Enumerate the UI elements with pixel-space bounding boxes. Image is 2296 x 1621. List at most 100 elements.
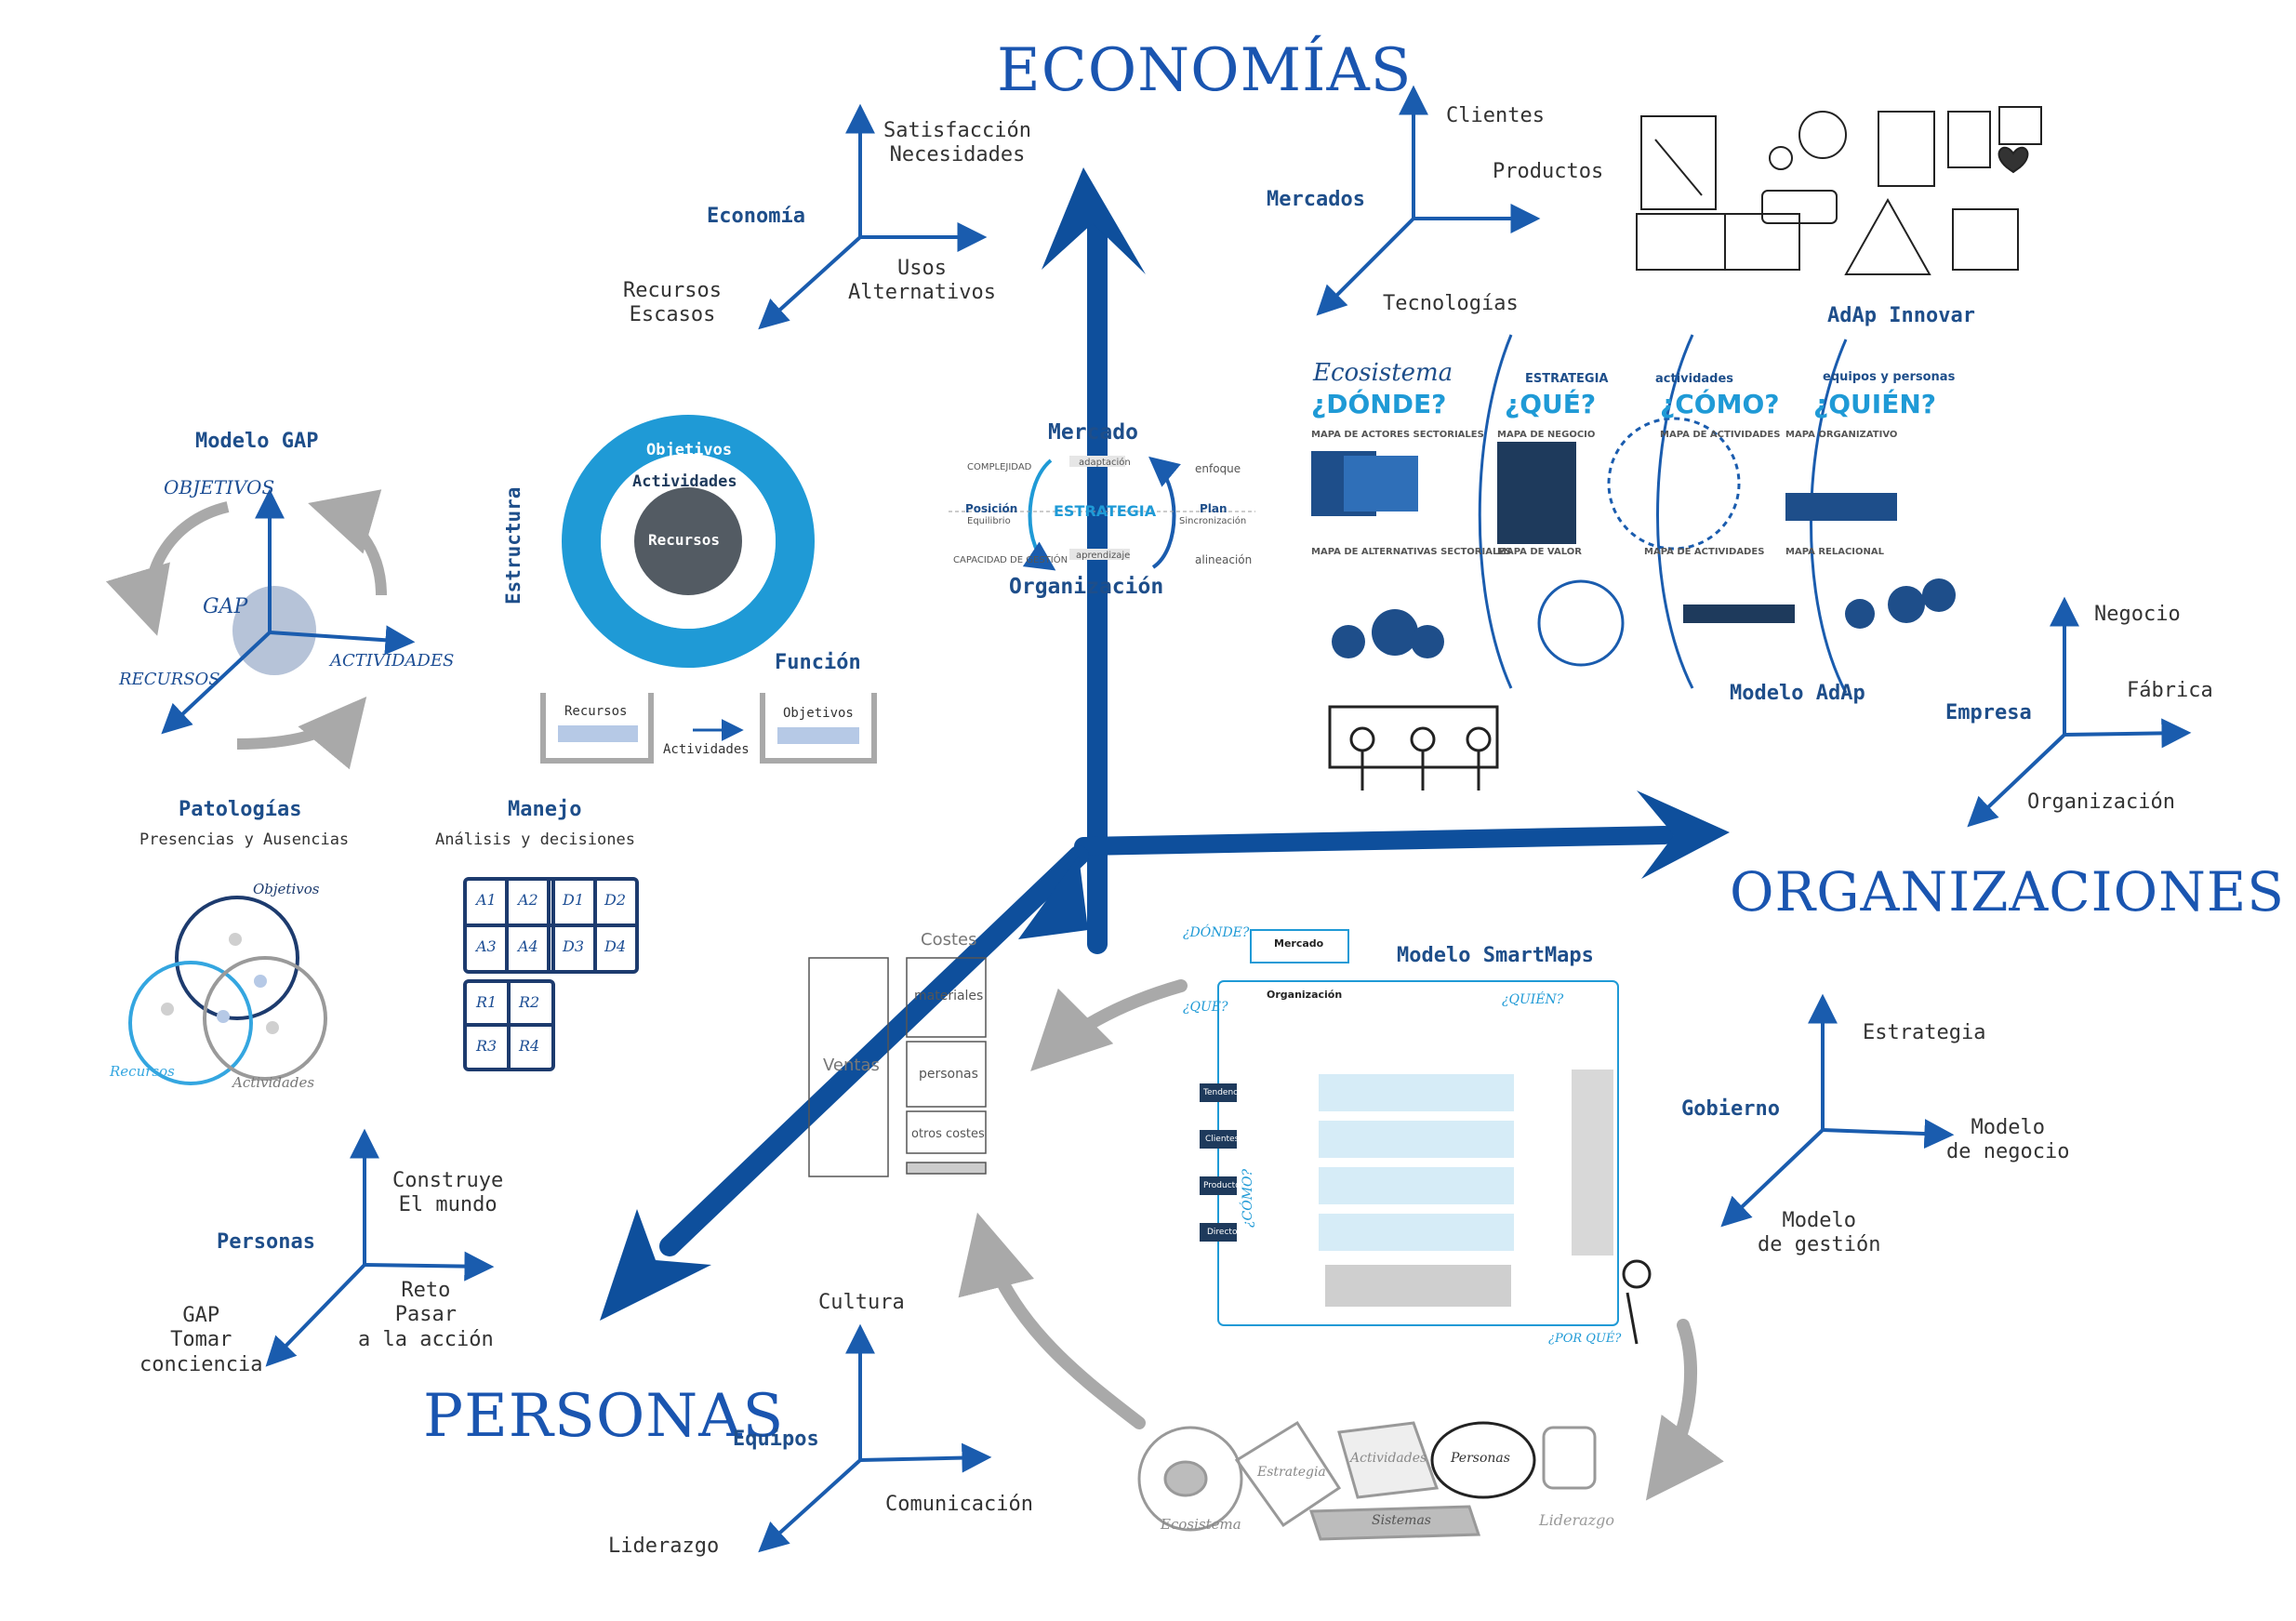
adap-head-como: actividades — [1655, 372, 1734, 386]
title-organizaciones: ORGANIZACIONES — [1730, 860, 2285, 923]
funcion-boxes — [540, 693, 877, 764]
smartmaps-que: ¿QUÉ? — [1183, 1000, 1228, 1015]
axis-personas — [265, 1128, 495, 1367]
manejo-cell-a4: A4 — [518, 937, 538, 955]
gobierno-up: Estrategia — [1863, 1021, 1986, 1044]
eco-label-sistemas: Sistemas — [1372, 1513, 1431, 1528]
adap-ecosistema: Ecosistema — [1313, 359, 1453, 387]
eco-label-actividades: Actividades — [1350, 1451, 1427, 1466]
gobierno-right: Modelo de negocio — [1946, 1116, 2070, 1164]
adap-q-que: ¿QUÉ? — [1505, 389, 1597, 419]
estrategia-capacidad: CAPACIDAD DE GESTIÓN — [953, 555, 1068, 565]
adap-sub2-como: MAPA DE ACTIVIDADES — [1644, 547, 1765, 557]
adap-sub-quien: MAPA ORGANIZATIVO — [1785, 430, 1898, 440]
adap-head-que: ESTRATEGIA — [1525, 372, 1609, 386]
smartmaps-row-directo: Directo — [1207, 1228, 1238, 1237]
axis-economia — [758, 103, 988, 330]
smartmaps-row-productos: Productos — [1203, 1181, 1245, 1190]
adap-innovar-title: AdAp Innovar — [1827, 304, 1975, 327]
manejo-cell-d3: D3 — [563, 937, 585, 955]
smartmaps-row-tendencias: Tendencias — [1203, 1088, 1250, 1097]
mercados-right: Productos — [1493, 160, 1604, 183]
modelo-adap-title: Modelo AdAp — [1730, 682, 1865, 705]
manejo-cell-d1: D1 — [563, 891, 585, 909]
ecosistema-sketch — [1137, 1420, 1597, 1541]
funcion-left: Recursos — [564, 704, 628, 719]
economia-down: Recursos Escasos — [623, 279, 722, 327]
estrategia-aprendizaje: aprendizaje — [1076, 551, 1131, 561]
eco-label-ecosistema: Ecosistema — [1161, 1516, 1241, 1533]
estructura-side: Estructura — [502, 486, 524, 605]
mercados-label: Mercados — [1267, 188, 1365, 211]
manejo-cell-a2: A2 — [518, 891, 538, 909]
eco-label-estrategia: Estrategia — [1257, 1465, 1326, 1480]
costes-ventas: Ventas — [823, 1056, 880, 1075]
manejo-grid — [463, 877, 639, 1071]
estrategia-center: ESTRATEGIA — [1054, 502, 1157, 520]
adap-q-donde: ¿DÓNDE? — [1311, 389, 1447, 419]
gobierno-down: Modelo de gestión — [1758, 1209, 1881, 1257]
manejo-subtitle: Análisis y decisiones — [435, 830, 635, 849]
mercados-down: Tecnologías — [1383, 292, 1519, 315]
manejo-cell-a3: A3 — [476, 937, 497, 955]
manejo-cell-a1: A1 — [476, 891, 497, 909]
estrategia-plan: Plan — [1200, 502, 1228, 515]
axis-gobierno — [1720, 993, 1955, 1228]
manejo-cell-d2: D2 — [604, 891, 627, 909]
estrategia-bottom: Organización — [1009, 575, 1164, 599]
funcion-arrow-label: Actividades — [663, 742, 750, 757]
gap-recursos: RECURSOS — [119, 670, 220, 689]
smartmaps-row-clientes: Clientes — [1205, 1135, 1240, 1144]
personas-up: Construye El mundo — [392, 1169, 504, 1217]
equipos-label: Equipos — [733, 1428, 819, 1451]
estrategia-posicion: Posición — [965, 502, 1018, 515]
funcion-title: Función — [775, 651, 861, 674]
smartmaps-quien: ¿QUIÉN? — [1502, 992, 1564, 1007]
costes-row-materiales: materiales — [914, 989, 984, 1003]
manejo-cell-r3: R3 — [476, 1037, 498, 1055]
adap-sub-donde: MAPA DE ACTORES SECTORIALES — [1311, 430, 1484, 440]
eco-label-liderazgo: Liderazgo — [1539, 1511, 1614, 1529]
empresa-down: Organización — [2027, 791, 2175, 814]
equipos-up: Cultura — [818, 1291, 905, 1314]
manejo-title: Manejo — [508, 798, 582, 821]
estrategia-complejidad: COMPLEJIDAD — [967, 462, 1032, 472]
venn-actividades: Actividades — [232, 1074, 315, 1091]
title-economias: ECONOMÍAS — [997, 36, 1413, 105]
modelo-adap-panels — [1311, 334, 1956, 694]
estrategia-enfoque: enfoque — [1195, 462, 1241, 475]
estructura-middle: Actividades — [632, 472, 737, 491]
costes-title: Costes — [921, 930, 977, 950]
gap-center: GAP — [203, 595, 248, 618]
patologias-venn — [128, 896, 327, 1085]
eco-label-personas: Personas — [1451, 1451, 1510, 1466]
smartmaps-como: ¿CÓMO? — [1241, 1168, 1255, 1228]
estructura-ring — [562, 415, 815, 668]
manejo-cell-d4: D4 — [604, 937, 627, 955]
costes-diagram — [808, 957, 987, 1177]
title-personas: PERSONAS — [423, 1382, 785, 1451]
estrategia-sincronizacion: Sincronización — [1179, 516, 1247, 526]
modelo-gap-sketch — [106, 488, 416, 770]
funcion-right: Objetivos — [783, 706, 854, 721]
smartmaps-mercado: Mercado — [1274, 937, 1324, 950]
manejo-cell-r2: R2 — [519, 993, 540, 1011]
adap-sub2-donde: MAPA DE ALTERNATIVAS SECTORIALES — [1311, 547, 1512, 557]
adap-innovar-sketch — [1636, 106, 2042, 275]
gap-actividades: ACTIVIDADES — [330, 651, 455, 671]
estrategia-top: Mercado — [1048, 420, 1138, 445]
patologias-title: Patologías — [179, 798, 302, 821]
equipos-right: Comunicación — [885, 1493, 1033, 1516]
estructura-outer: Objetivos — [646, 441, 733, 459]
adap-head-quien: equipos y personas — [1823, 370, 1956, 384]
manejo-cell-r1: R1 — [476, 993, 498, 1011]
smartmaps-porque: ¿POR QUÉ? — [1548, 1332, 1622, 1346]
adap-sub-que: MAPA DE NEGOCIO — [1497, 430, 1596, 440]
personas-down: GAP Tomar conciencia — [139, 1304, 263, 1376]
personas-right: Reto Pasar a la acción — [358, 1279, 494, 1351]
central-axes — [600, 167, 1730, 1321]
gap-objetivos: OBJETIVOS — [164, 476, 275, 498]
estrategia-alineacion: alineación — [1195, 553, 1253, 566]
patologias-subtitle: Presencias y Ausencias — [139, 830, 350, 849]
